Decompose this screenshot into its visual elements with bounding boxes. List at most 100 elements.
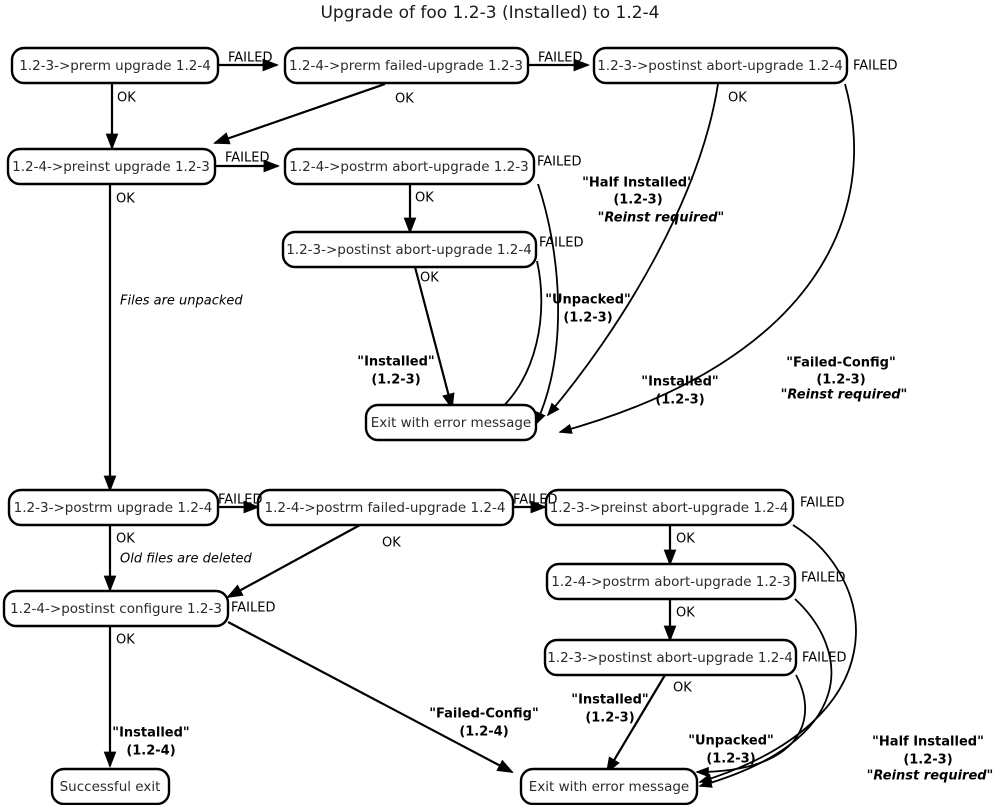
edge-label-n12-failed: FAILED <box>802 651 846 666</box>
state-label-half-installed-bot-line1: "Half Installed" <box>872 735 984 750</box>
state-label-installed-bot-line1: "Installed" <box>571 693 648 708</box>
state-label-half-installed-bot-line3: "Reinst required" <box>867 769 994 784</box>
edge-label-n2-n4-ok: OK <box>395 92 414 107</box>
node-label: 1.2-4->postrm abort-upgrade 1.2-3 <box>551 574 790 590</box>
node-exit-with-error-top[interactable]: Exit with error message <box>364 403 538 442</box>
edge-label-n12-ok: OK <box>673 681 692 696</box>
edge-label-n11-failed: FAILED <box>801 571 845 586</box>
node-box <box>545 562 797 601</box>
node-box <box>283 147 536 186</box>
note-files-unpacked: Files are unpacked <box>120 294 243 309</box>
edge-label-n9-n13-ok: OK <box>382 536 401 551</box>
node-successful-exit[interactable]: Successful exit <box>50 767 171 805</box>
node-box <box>256 488 515 527</box>
node-label: 1.2-4->postinst configure 1.2-3 <box>10 601 222 617</box>
edge-n9-n13 <box>226 524 361 598</box>
state-label-unpacked-top-line2: (1.2-3) <box>563 311 612 326</box>
node-postrm-failed-upgrade[interactable]: 1.2-4->postrm failed-upgrade 1.2-4 <box>256 488 515 527</box>
state-label-unpacked-bot-line2: (1.2-3) <box>706 752 755 767</box>
node-box <box>283 46 530 85</box>
edge-label-n4-n5-failed: FAILED <box>225 151 269 166</box>
edge-n5-n7 <box>535 183 559 426</box>
state-label-failed-config-bot-line1: "Failed-Config" <box>429 707 539 722</box>
edge-label-n1-n4-ok: OK <box>117 91 136 106</box>
state-label-failed-config-top-line1: "Failed-Config" <box>786 356 896 371</box>
node-label: 1.2-3->postinst abort-upgrade 1.2-4 <box>597 58 843 74</box>
node-postinst-abort-upgrade-bot[interactable]: 1.2-3->postinst abort-upgrade 1.2-4 <box>543 638 798 677</box>
node-label: Successful exit <box>60 779 161 795</box>
state-label-installed-final-line1: "Installed" <box>112 726 189 741</box>
edge-label-n1-n2-failed: FAILED <box>228 51 272 66</box>
node-postrm-abort-upgrade-top[interactable]: 1.2-4->postrm abort-upgrade 1.2-3 <box>283 147 536 186</box>
edge-label-n11-n12-ok: OK <box>676 606 695 621</box>
node-label: 1.2-3->postrm upgrade 1.2-4 <box>14 500 213 516</box>
edge-label-n10-n11-ok: OK <box>676 532 695 547</box>
edge-label-n13-failed: FAILED <box>231 601 275 616</box>
state-label-failed-config-bot-line2: (1.2-4) <box>459 725 508 740</box>
node-label: Exit with error message <box>529 779 689 795</box>
node-box <box>2 589 230 628</box>
edge-n12-n14-ok <box>605 674 666 774</box>
node-label: 1.2-4->prerm failed-upgrade 1.2-3 <box>289 58 523 74</box>
edge-label-n5-n6-ok: OK <box>415 191 434 206</box>
state-label-half-installed-top-line2: (1.2-3) <box>613 193 662 208</box>
edge-label-n10-failed: FAILED <box>800 496 844 511</box>
node-label: 1.2-3->preinst abort-upgrade 1.2-4 <box>550 500 789 516</box>
edge-n6-n7-failed <box>488 260 543 420</box>
edge-label-n5-failed: FAILED <box>537 155 581 170</box>
state-label-installed-top-left-line1: "Installed" <box>357 355 434 370</box>
state-label-installed-top-right-line1: "Installed" <box>641 375 718 390</box>
node-postrm-upgrade[interactable]: 1.2-3->postrm upgrade 1.2-4 <box>7 488 220 527</box>
node-label: 1.2-3->postinst abort-upgrade 1.2-4 <box>286 242 532 258</box>
edge-n12-n14-failed <box>695 674 806 778</box>
node-box <box>543 638 798 677</box>
node-label: 1.2-3->prerm upgrade 1.2-4 <box>19 58 211 74</box>
node-prerm-failed-upgrade[interactable]: 1.2-4->prerm failed-upgrade 1.2-3 <box>283 46 530 85</box>
node-postinst-configure[interactable]: 1.2-4->postinst configure 1.2-3 <box>2 589 230 628</box>
state-label-installed-bot-line2: (1.2-3) <box>585 711 634 726</box>
state-label-failed-config-top-line2: (1.2-3) <box>816 373 865 388</box>
node-preinst-abort-upgrade[interactable]: 1.2-3->preinst abort-upgrade 1.2-4 <box>544 488 795 527</box>
node-label: 1.2-4->preinst upgrade 1.2-3 <box>12 159 210 175</box>
edge-label-n13-n15-ok: OK <box>116 633 135 648</box>
state-label-installed-top-right-line2: (1.2-3) <box>655 393 704 408</box>
node-box <box>6 147 217 186</box>
node-label: 1.2-3->postinst abort-upgrade 1.2-4 <box>547 650 793 666</box>
state-label-half-installed-top-line1: "Half Installed" <box>582 176 694 191</box>
diagram-title: Upgrade of foo 1.2-3 (Installed) to 1.2-… <box>320 3 659 23</box>
state-label-installed-top-left-line2: (1.2-3) <box>371 373 420 388</box>
node-box <box>544 488 795 527</box>
node-box <box>592 46 849 85</box>
node-postrm-abort-upgrade-bot[interactable]: 1.2-4->postrm abort-upgrade 1.2-3 <box>545 562 797 601</box>
node-box <box>281 230 538 269</box>
state-label-unpacked-bot-line1: "Unpacked" <box>688 734 774 749</box>
edge-n13-n14 <box>227 621 514 773</box>
edge-label-n6-ok: OK <box>420 271 439 286</box>
state-label-failed-config-top-line3: "Reinst required" <box>781 388 908 403</box>
node-box <box>364 403 538 442</box>
edge-label-n3-failed: FAILED <box>853 59 897 74</box>
edge-n3-n7-ok <box>546 83 719 417</box>
node-box <box>7 488 220 527</box>
edge-n10-n14 <box>698 524 857 784</box>
state-label-installed-final-line2: (1.2-4) <box>126 744 175 759</box>
edge-label-n9-n10-failed: FAILED <box>513 493 557 508</box>
node-box <box>50 767 171 805</box>
edge-label-n8-n9-failed: FAILED <box>218 493 262 508</box>
node-exit-with-error-bottom[interactable]: Exit with error message <box>519 767 699 805</box>
note-old-files-deleted: Old files are deleted <box>120 552 253 567</box>
edge-label-n8-n13-ok: OK <box>116 532 135 547</box>
node-postinst-abort-upgrade-top[interactable]: 1.2-3->postinst abort-upgrade 1.2-4 <box>592 46 849 85</box>
edge-n6-n7-ok <box>413 266 455 410</box>
state-label-half-installed-bot-line2: (1.2-3) <box>903 753 952 768</box>
node-postinst-abort-upgrade-mid[interactable]: 1.2-3->postinst abort-upgrade 1.2-4 <box>281 230 538 269</box>
edge-label-n4-n8-ok: OK <box>116 192 135 207</box>
state-label-half-installed-top-line3: "Reinst required" <box>598 211 725 226</box>
node-preinst-upgrade[interactable]: 1.2-4->preinst upgrade 1.2-3 <box>6 147 217 186</box>
edge-label-n2-n3-failed: FAILED <box>538 51 582 66</box>
node-prerm-upgrade[interactable]: 1.2-3->prerm upgrade 1.2-4 <box>10 46 220 85</box>
node-label: Exit with error message <box>371 415 531 431</box>
edge-n2-n4 <box>213 82 386 145</box>
